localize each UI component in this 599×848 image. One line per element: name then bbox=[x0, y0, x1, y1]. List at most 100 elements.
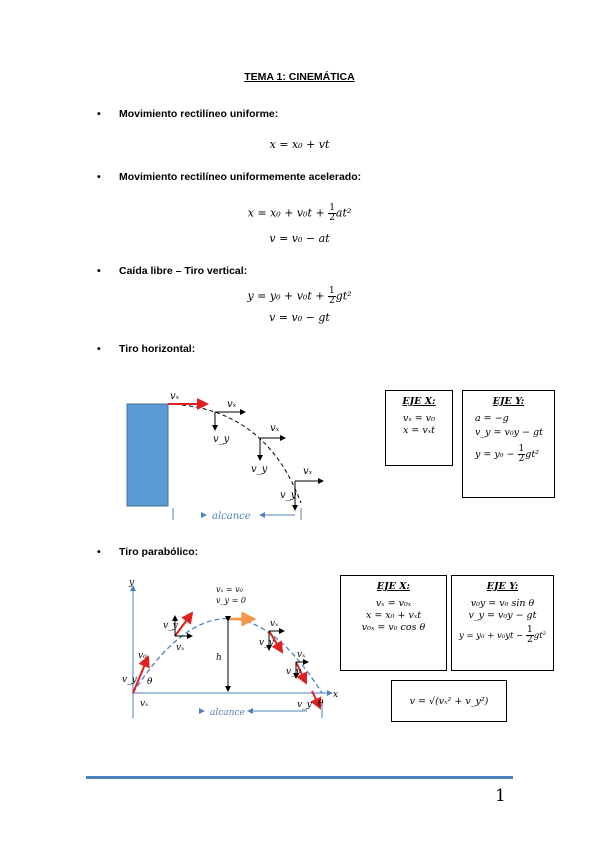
velocity-arrow bbox=[310, 690, 322, 710]
theta-label: θ bbox=[147, 677, 153, 687]
fraction-denominator: 2 bbox=[518, 454, 525, 464]
equation-part: gt² bbox=[525, 449, 539, 460]
alcance-marker bbox=[201, 512, 207, 518]
fraction-numerator: 1 bbox=[517, 444, 526, 455]
alcance-label: alcance bbox=[210, 708, 245, 718]
bullet-dot: • bbox=[97, 343, 101, 355]
box-equation: vₓ = v₀ₓ bbox=[375, 598, 412, 609]
equation-mru: x = x₀ + vt bbox=[269, 138, 330, 151]
top-vy-label: v_y = 0 bbox=[216, 596, 246, 605]
box-equation: vₓ = v₀ bbox=[403, 413, 435, 424]
vy-label: v_y bbox=[280, 490, 297, 501]
h-label: h bbox=[216, 653, 222, 663]
equation-part: gt² bbox=[335, 289, 352, 303]
top-vx-label: vₓ = v₀ bbox=[216, 585, 244, 594]
parabolic-launch-diagram: y x v₀ θ v_y vₓ v_y vₓ vₓ = v₀ v_y = 0 h… bbox=[122, 578, 338, 718]
box-equation: v_y = v₀y − gt bbox=[468, 610, 537, 621]
equation-part: y = y₀ + v₀t + bbox=[247, 289, 328, 303]
box-header: EJE Y: bbox=[492, 396, 525, 407]
v0-label: v₀ bbox=[138, 651, 147, 661]
footer-rule bbox=[86, 776, 513, 779]
bullet-dot: • bbox=[97, 108, 101, 120]
alcance-label: alcance bbox=[212, 511, 251, 522]
bullet-dot: • bbox=[97, 171, 101, 183]
bullet-dot: • bbox=[97, 546, 101, 558]
box-equation: x = x₀ + vₓt bbox=[365, 610, 422, 621]
equation-part: gt² bbox=[533, 631, 547, 641]
box-equation: v₀y = v₀ sin θ bbox=[470, 598, 535, 609]
alcance-marker bbox=[199, 708, 205, 714]
box-header: EJE X: bbox=[402, 396, 436, 407]
box-equation: v₀ₓ = v₀ cos θ bbox=[361, 622, 426, 633]
box-equation: v_y = v₀y − gt bbox=[475, 427, 543, 438]
vx-label: vₓ bbox=[227, 399, 237, 410]
building bbox=[126, 403, 169, 507]
vy-label: v_y bbox=[163, 621, 179, 631]
vy-label: v_y bbox=[259, 638, 275, 648]
section-tiro-horizontal: • Tiro horizontal: bbox=[97, 343, 195, 355]
parabolic-y-axis-box: EJE Y: v₀y = v₀ sin θ v_y = v₀y − gt y =… bbox=[451, 575, 554, 671]
section-caida-libre: • Caída libre – Tiro vertical: bbox=[97, 265, 247, 277]
velocity-arrow bbox=[268, 630, 284, 654]
section-label: Movimiento rectilíneo uniformemente acel… bbox=[119, 171, 362, 183]
vy-label: v_y bbox=[213, 434, 230, 445]
fraction-numerator: 1 bbox=[327, 286, 336, 297]
section-label: Movimiento rectilíneo uniforme: bbox=[119, 108, 279, 120]
vx-label: vₓ bbox=[270, 423, 280, 434]
vy-label: v_y bbox=[251, 464, 268, 475]
speed-formula: v = √(vₓ² + v_y²) bbox=[409, 695, 489, 707]
box-header: EJE X: bbox=[376, 581, 411, 592]
equation-mrua-velocity: v = v₀ − at bbox=[269, 232, 330, 245]
vx-label: vₓ bbox=[270, 619, 279, 629]
theta-label: θ bbox=[318, 699, 324, 709]
bullet-dot: • bbox=[97, 265, 101, 277]
equation-caida-velocity: v = v₀ − gt bbox=[269, 311, 330, 324]
section-label: Tiro parabólico: bbox=[119, 546, 199, 558]
velocity-arrow bbox=[295, 661, 308, 685]
fraction-numerator: 1 bbox=[526, 625, 534, 636]
trajectory bbox=[167, 403, 302, 504]
horizontal-x-axis-box: EJE X: vₓ = v₀ x = vₓt bbox=[385, 390, 453, 466]
velocity-arrow bbox=[174, 611, 194, 637]
page-number: 1 bbox=[495, 786, 506, 806]
fraction-denominator: 2 bbox=[527, 635, 533, 645]
section-tiro-parabolico: • Tiro parabólico: bbox=[97, 546, 198, 558]
section-mru: • Movimiento rectilíneo uniforme: bbox=[97, 108, 278, 120]
trajectory bbox=[132, 617, 323, 694]
equation-part: x = x₀ + v₀t + bbox=[247, 206, 329, 220]
box-header: EJE Y: bbox=[486, 581, 519, 592]
vy-label: v_y bbox=[297, 700, 313, 710]
vx-label: vₓ bbox=[170, 391, 180, 402]
vy-label: v_y bbox=[286, 667, 302, 677]
vx-label: vₓ bbox=[140, 699, 149, 709]
page-title: TEMA 1: CINEMÁTICA bbox=[244, 71, 355, 83]
parabolic-x-axis-box: EJE X: vₓ = v₀ₓ x = x₀ + vₓt v₀ₓ = v₀ co… bbox=[340, 575, 447, 671]
fraction-numerator: 1 bbox=[328, 203, 336, 214]
box-equation: x = vₓt bbox=[403, 425, 435, 436]
vx-label: vₓ bbox=[176, 643, 185, 653]
section-label: Tiro horizontal: bbox=[119, 343, 196, 355]
fraction-denominator: 2 bbox=[328, 296, 335, 306]
equation-part: y = y₀ + v₀yt − bbox=[458, 631, 527, 641]
equation-part: y = y₀ − bbox=[475, 449, 518, 460]
horizontal-launch-diagram: vₓ vₓ v_y vₓ v_y vₓ v_y alcance bbox=[126, 391, 324, 522]
x-axis-label: x bbox=[333, 690, 338, 700]
vx-label: vₓ bbox=[303, 466, 313, 477]
vy-label: v_y bbox=[122, 675, 138, 685]
box-equation: a = −g bbox=[475, 413, 509, 424]
speed-formula-box: v = √(vₓ² + v_y²) bbox=[391, 680, 507, 722]
vx-label: vₓ bbox=[297, 650, 306, 660]
y-axis-label: y bbox=[128, 578, 135, 588]
v0-arrow bbox=[132, 655, 150, 694]
fraction-denominator: 2 bbox=[329, 213, 335, 223]
equation-part: at² bbox=[335, 206, 352, 220]
section-label: Caída libre – Tiro vertical: bbox=[119, 265, 248, 277]
